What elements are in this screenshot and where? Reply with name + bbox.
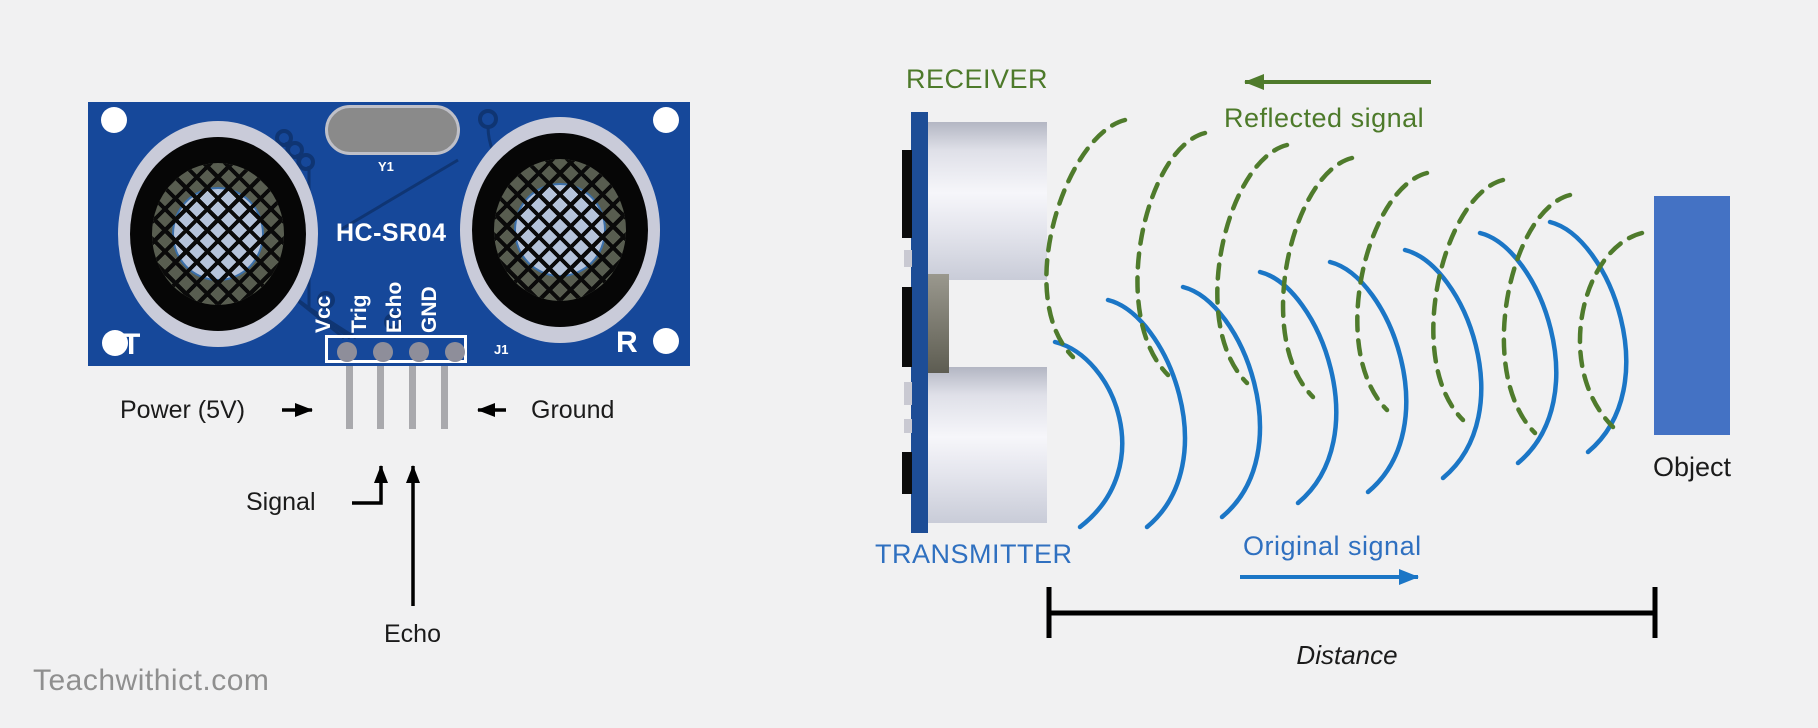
- reflected-wavefront: [1215, 142, 1290, 386]
- transmitter-transducer: [118, 121, 318, 347]
- pin-label-vcc: Vcc: [312, 295, 335, 333]
- ground-label: Ground: [531, 396, 615, 424]
- pcb-via: [286, 141, 304, 159]
- transducer-grille: [152, 163, 284, 305]
- model-name: HC-SR04: [336, 219, 447, 247]
- pcb-component: [902, 452, 912, 494]
- pin-label-echo: Echo: [383, 281, 406, 333]
- sensor-side-pcb: [911, 112, 928, 533]
- transducer-rim: [130, 137, 306, 331]
- original-signal-label: Original signal: [1243, 531, 1422, 561]
- mounting-hole: [653, 107, 679, 133]
- transducer-grille: [494, 159, 626, 301]
- connector-label: J1: [494, 342, 509, 357]
- reflected-wavefront: [1280, 155, 1355, 400]
- pcb-component: [904, 419, 912, 433]
- target-object: [1654, 196, 1730, 435]
- receiver-letter: R: [616, 326, 638, 359]
- mounting-hole: [102, 330, 128, 356]
- transmitter-cylinder: [928, 367, 1047, 523]
- pcb-via: [384, 313, 402, 331]
- pcb-component: [904, 250, 912, 267]
- reflected-wavefront: [1431, 177, 1506, 423]
- pcb-trace: [339, 158, 459, 232]
- pcb-component: [902, 150, 912, 238]
- transducer-mesh: [152, 163, 284, 305]
- watermark: Teachwithict.com: [33, 664, 270, 697]
- header-pin-leg: [346, 366, 353, 429]
- reflected-wavefront: [1355, 170, 1430, 413]
- reflected-wavefront: [1044, 117, 1128, 360]
- header-pin-leg: [441, 366, 448, 429]
- pcb-via: [297, 153, 315, 171]
- pcb-component: [904, 382, 912, 405]
- original-wavefront: [1257, 269, 1339, 506]
- pcb-via: [275, 129, 293, 147]
- original-wavefront: [1180, 284, 1263, 520]
- reflected-signal-label: Reflected signal: [1224, 103, 1425, 133]
- original-wavefront: [1477, 230, 1559, 466]
- middle-component: [928, 274, 949, 373]
- original-wavefront: [1105, 297, 1188, 530]
- sensor-pcb: Y1 HC-SR04 T R J1 Vcc Trig Echo GND: [88, 102, 690, 366]
- mounting-hole: [653, 328, 679, 354]
- original-wavefront: [1327, 259, 1409, 495]
- receiver-transducer: [460, 117, 660, 343]
- signal-arrow: [352, 465, 388, 505]
- pin-pad-trig: [373, 342, 393, 362]
- receiver-cylinder: [928, 122, 1047, 280]
- pcb-component: [902, 287, 912, 367]
- crystal-label: Y1: [378, 159, 394, 174]
- header-pin-leg: [409, 366, 416, 429]
- original-wavefront: [1402, 247, 1484, 481]
- header-pin-leg: [377, 366, 384, 429]
- reflected-wavefront: [1577, 230, 1645, 430]
- power-label: Power (5V): [120, 396, 246, 424]
- reflected-wavefront: [1135, 130, 1208, 378]
- crystal-oscillator: [325, 105, 460, 155]
- pin-header: [325, 335, 467, 363]
- transmitter-label: TRANSMITTER: [875, 539, 1073, 569]
- pcb-via: [478, 109, 498, 129]
- transducer-mesh: [494, 159, 626, 301]
- reflected-wavefront: [1501, 192, 1573, 436]
- original-wavefront: [1052, 339, 1125, 530]
- pin-label-gnd: GND: [418, 286, 441, 333]
- pin-pad-echo: [409, 342, 429, 362]
- distance-label: Distance: [1296, 640, 1398, 670]
- pin-label-trig: Trig: [348, 294, 371, 333]
- pin-pad-vcc: [337, 342, 357, 362]
- transducer-rim: [472, 133, 648, 327]
- pcb-via: [317, 291, 335, 309]
- original-wavefront: [1547, 219, 1629, 455]
- mounting-hole: [101, 107, 127, 133]
- echo-label: Echo: [384, 620, 441, 648]
- object-label: Object: [1652, 452, 1732, 482]
- pin-pad-gnd: [445, 342, 465, 362]
- signal-label: Signal: [246, 488, 316, 516]
- transmitter-letter: T: [122, 328, 141, 361]
- receiver-label: RECEIVER: [906, 64, 1049, 94]
